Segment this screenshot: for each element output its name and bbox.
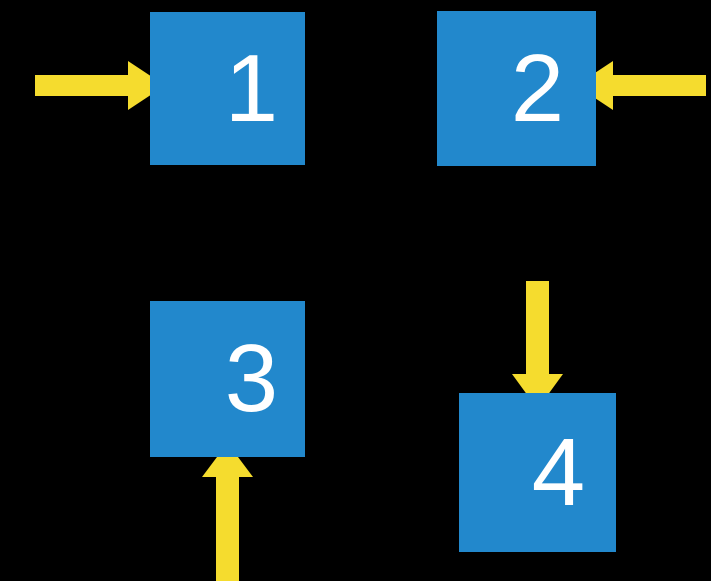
node-fill-1	[150, 12, 305, 165]
node-box-1[interactable]	[150, 12, 305, 165]
arrow-up-icon	[202, 443, 253, 581]
node-box-3[interactable]	[150, 301, 305, 457]
arrow-right-icon	[35, 61, 165, 110]
node-label-3: 3	[224, 325, 279, 432]
arrow-left-icon	[576, 61, 706, 110]
node-box-2[interactable]	[437, 11, 596, 166]
arrow-down-icon	[512, 281, 563, 409]
node-fill-4	[459, 393, 616, 552]
node-label-1: 1	[224, 34, 279, 142]
node-fill-3	[150, 301, 305, 457]
node-box-4[interactable]	[459, 393, 616, 552]
node-label-4: 4	[531, 418, 586, 526]
node-label-2: 2	[510, 34, 565, 142]
node-fill-2	[437, 11, 596, 166]
